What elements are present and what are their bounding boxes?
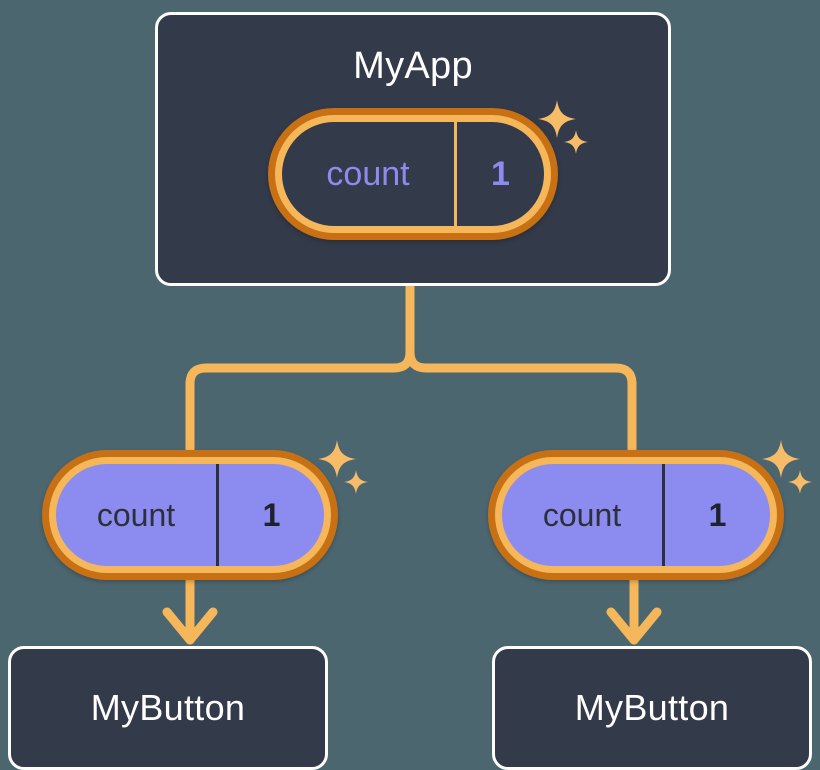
state-value-label: 1 [662,464,770,566]
state-value-label: 1 [454,122,544,226]
state-pill-child-right[interactable]: count 1 [488,450,784,580]
state-pill-inner-ring: count 1 [275,115,551,233]
down-arrow-left [162,575,218,645]
state-pill-inner-ring: count 1 [495,457,777,573]
component-label-mybutton-right: MyButton [574,687,730,728]
branch-connector-left [185,347,415,455]
state-pill-body: count 1 [502,464,770,566]
state-key-label: count [326,155,410,193]
state-value-label: 1 [216,464,324,566]
component-card-mybutton-left[interactable]: MyButton [8,646,328,770]
sparkle-icon [788,470,812,494]
state-key-label: count [542,497,622,533]
state-pill-myapp[interactable]: count 1 [268,108,558,240]
state-pill-body: count 1 [56,464,324,566]
component-label-myapp: MyApp [353,45,473,87]
down-arrow-right [606,575,662,645]
branch-connector [405,281,637,455]
state-pill-body: count 1 [282,122,544,226]
component-card-mybutton-right[interactable]: MyButton [492,646,812,770]
state-pill-inner-ring: count 1 [49,457,331,573]
state-pill-child-left[interactable]: count 1 [42,450,338,580]
sparkle-icon [318,440,356,478]
component-label-mybutton-left: MyButton [90,687,246,728]
sparkle-icon [344,470,368,494]
state-key-label: count [96,497,176,533]
